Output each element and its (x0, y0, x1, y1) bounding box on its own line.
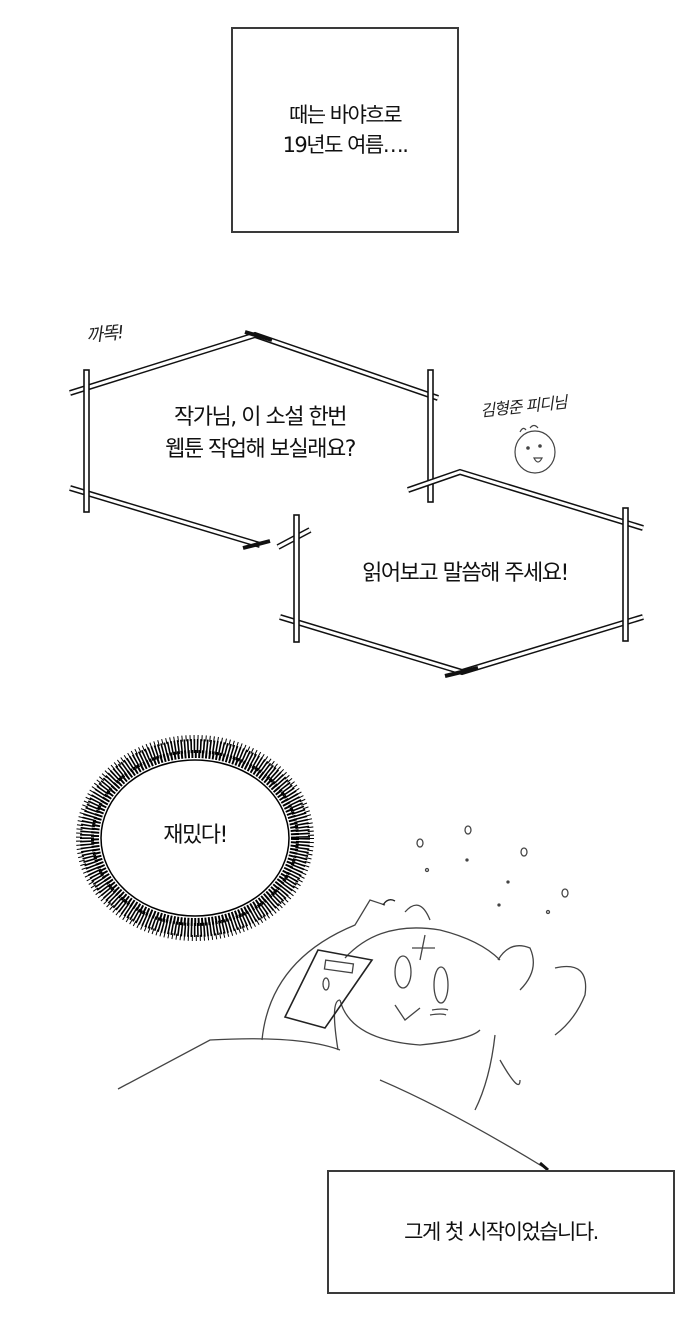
hex-bubble-2-frame (276, 468, 644, 678)
hex-bubble-1-frame (69, 330, 439, 550)
burst-bubble-frame (76, 735, 314, 941)
closing-caption-text: 그게 첫 시작이었습니다. (404, 1220, 599, 1244)
message-bubble-2-text: 읽어보고 말씀해 주세요! (362, 561, 569, 586)
pd-face-sketch (514, 424, 556, 474)
intro-caption-box: 때는 바야흐로 19년도 여름…. (231, 27, 459, 233)
message-bubble-1-text: 작가님, 이 소설 한번 웹툰 작업해 보실래요? (165, 405, 356, 462)
burst-bubble-text: 재밌다! (163, 823, 228, 848)
sfx-knock-text: 까똑! (85, 322, 125, 347)
intro-caption-text: 때는 바야흐로 19년도 여름…. (282, 103, 409, 157)
reading-character-sketch (117, 825, 587, 1172)
closing-caption-box: 그게 첫 시작이었습니다. (327, 1170, 675, 1294)
